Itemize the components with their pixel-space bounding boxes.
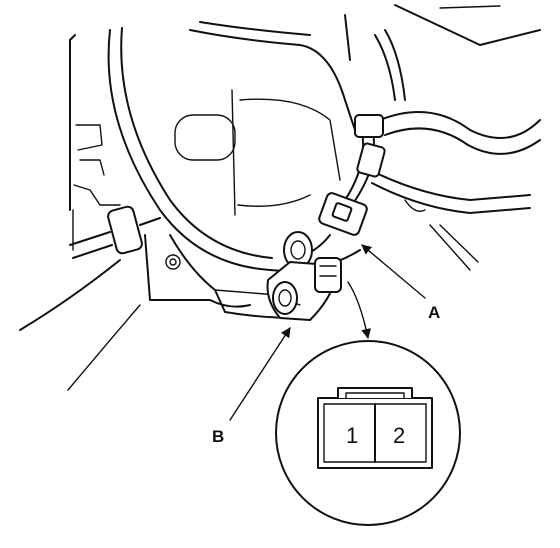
- callout-a-label: A: [428, 303, 440, 322]
- pin-2-label: 2: [393, 423, 405, 448]
- bulb-socket-b: [266, 231, 342, 321]
- connector-a: [304, 192, 368, 256]
- callout-b: B: [212, 327, 291, 446]
- connector-detail-view: 1 2: [275, 340, 461, 526]
- background-structure: [19, 4, 541, 391]
- detail-pointer: [347, 281, 372, 339]
- callout-a-leader: [361, 244, 426, 299]
- callout-a: A: [361, 244, 440, 322]
- wire-harness: [344, 114, 386, 206]
- callout-b-leader: [229, 327, 291, 421]
- callout-b-label: B: [212, 427, 224, 446]
- pin-1-label: 1: [346, 423, 358, 448]
